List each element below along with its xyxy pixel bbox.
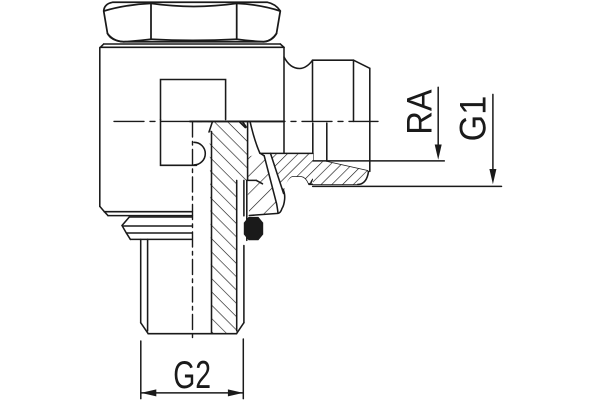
svg-text:G1: G1 bbox=[452, 96, 494, 142]
svg-text:G2: G2 bbox=[173, 354, 211, 397]
svg-text:RA: RA bbox=[401, 89, 440, 135]
